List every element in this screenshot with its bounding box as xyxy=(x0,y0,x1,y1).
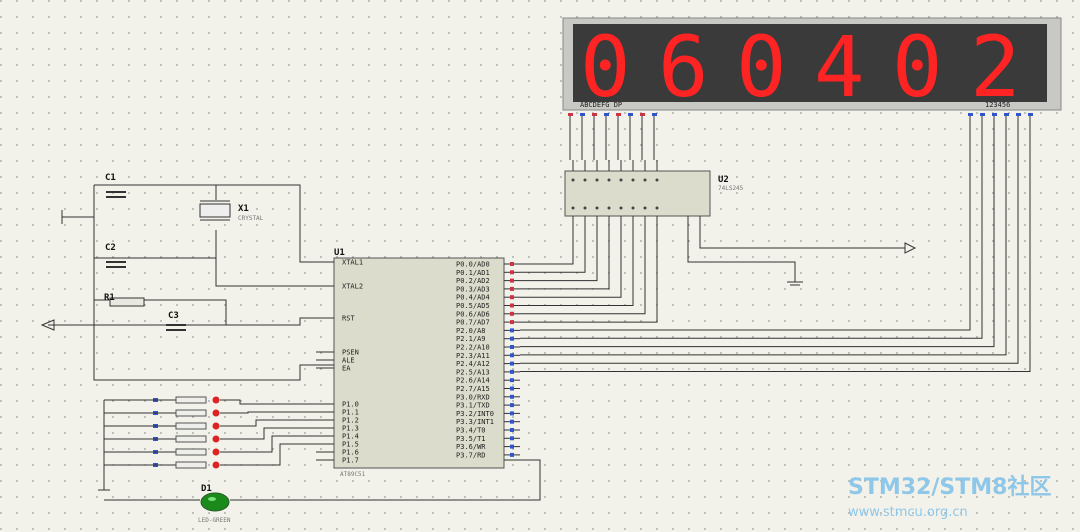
c2-ref: C2 xyxy=(105,243,116,253)
mcu-pin-label: P2.7/A15 xyxy=(456,385,490,393)
watermark-url: www.stmcu.org.cn xyxy=(848,505,968,520)
display-segment-pins xyxy=(568,113,657,160)
capacitor-c1[interactable]: C1 xyxy=(105,173,126,198)
arrow-left-icon xyxy=(40,319,55,331)
display-digit-2: 6 xyxy=(658,18,709,116)
ground-symbols xyxy=(687,216,917,286)
mcu-ref: U1 xyxy=(334,248,345,258)
mcu-pin-label: EA xyxy=(342,365,351,373)
mcu-pin-label: P0.4/AD4 xyxy=(456,294,490,302)
display-common-pins xyxy=(968,113,1033,116)
mcu-pin-label: P3.6/WR xyxy=(456,443,486,451)
crystal-x1[interactable]: X1 CRYSTAL xyxy=(199,200,264,222)
mcu-pin-label: P2.3/A11 xyxy=(456,352,490,360)
mcu-pin-label: ALE xyxy=(342,357,355,365)
resistor-r1[interactable]: R1 xyxy=(104,293,145,307)
x1-ref: X1 xyxy=(238,204,249,214)
mcu-pin-label: P1.7 xyxy=(342,457,359,465)
mcu-pin-label: P1.2 xyxy=(342,417,359,425)
mcu-pin-label: P2.0/A8 xyxy=(456,327,486,335)
mcu-pin-label: P1.3 xyxy=(342,425,359,433)
common-pin-label: 123456 xyxy=(985,101,1010,109)
mcu-pin-label: P3.4/T0 xyxy=(456,427,486,435)
display-digit-4: 4 xyxy=(814,18,865,116)
mcu-pin-label: P3.0/RXD xyxy=(456,393,490,401)
mcu-pin-label: P1.1 xyxy=(342,409,359,417)
driver-chip[interactable]: U2 74LS245 xyxy=(564,170,744,217)
mcu-pin-label: P0.3/AD3 xyxy=(456,285,490,293)
switch-array[interactable] xyxy=(104,396,316,469)
mcu-pin-label: P2.1/A9 xyxy=(456,335,486,343)
mcu-pin-label: P2.2/A10 xyxy=(456,344,490,352)
microcontroller-chip[interactable]: U1 AT89C51 xyxy=(333,248,505,478)
mcu-pin-label: P1.0 xyxy=(342,401,359,409)
mcu-pin-label: P3.1/TXD xyxy=(456,402,490,410)
mcu-pin-label: P1.5 xyxy=(342,441,359,449)
mcu-pin-label: P0.6/AD6 xyxy=(456,310,490,318)
mcu-pin-label: XTAL2 xyxy=(342,283,363,291)
signal-wires xyxy=(520,116,1031,372)
mcu-pin-label: P3.5/T1 xyxy=(456,435,486,443)
mcu-part: AT89C51 xyxy=(340,471,366,478)
mcu-pin-label: P3.3/INT1 xyxy=(456,418,494,426)
c3-ref: C3 xyxy=(168,311,179,321)
capacitor-c2[interactable]: C2 xyxy=(105,243,126,268)
mcu-pin-label: P3.2/INT0 xyxy=(456,410,494,418)
mcu-pin-label: P2.5/A13 xyxy=(456,368,490,376)
mcu-pin-label: P1.4 xyxy=(342,433,359,441)
mcu-pin-label: P3.7/RD xyxy=(456,451,486,459)
r1-ref: R1 xyxy=(104,293,115,303)
display-digit-5: 0 xyxy=(892,18,943,116)
mcu-pin-label: P0.2/AD2 xyxy=(456,277,490,285)
d1-ref: D1 xyxy=(201,484,212,494)
switch-wires xyxy=(98,400,110,491)
mcu-pin-label: P0.0/AD0 xyxy=(456,261,490,269)
mcu-pin-label: P0.5/AD5 xyxy=(456,302,490,310)
capacitor-c3[interactable]: C3 xyxy=(166,311,186,331)
mcu-right-pins: P0.0/AD0P0.1/AD1P0.2/AD2P0.3/AD3P0.4/AD4… xyxy=(456,261,520,459)
mcu-pin-label: P0.1/AD1 xyxy=(456,269,490,277)
segment-pin-label: ABCDEFG DP xyxy=(580,101,622,109)
mcu-pin-label: P1.6 xyxy=(342,449,359,457)
c1-ref: C1 xyxy=(105,173,116,183)
mcu-left-pins: XTAL1XTAL2RSTPSENALEEAP1.0P1.1P1.2P1.3P1… xyxy=(316,259,363,465)
mcu-pin-label: P2.6/A14 xyxy=(456,377,490,385)
driver-ref: U2 xyxy=(718,175,729,185)
mcu-pin-label: PSEN xyxy=(342,349,359,357)
d1-part: LED-GREEN xyxy=(198,517,231,524)
mcu-pin-label: RST xyxy=(342,315,355,323)
watermark-title: STM32/STM8社区 xyxy=(848,474,1051,500)
display-digit-1: 0 xyxy=(580,18,631,116)
mcu-pin-label: P2.4/A12 xyxy=(456,360,490,368)
driver-pins xyxy=(571,160,659,228)
x1-part: CRYSTAL xyxy=(238,215,264,222)
mcu-pin-label: XTAL1 xyxy=(342,259,363,267)
display-digit-6: 2 xyxy=(970,18,1021,116)
mcu-pin-label: P0.7/AD7 xyxy=(456,319,490,327)
driver-part: 74LS245 xyxy=(718,185,744,192)
display-digit-3: 0 xyxy=(736,18,787,116)
led-d1[interactable]: D1 LED-GREEN xyxy=(104,459,541,524)
